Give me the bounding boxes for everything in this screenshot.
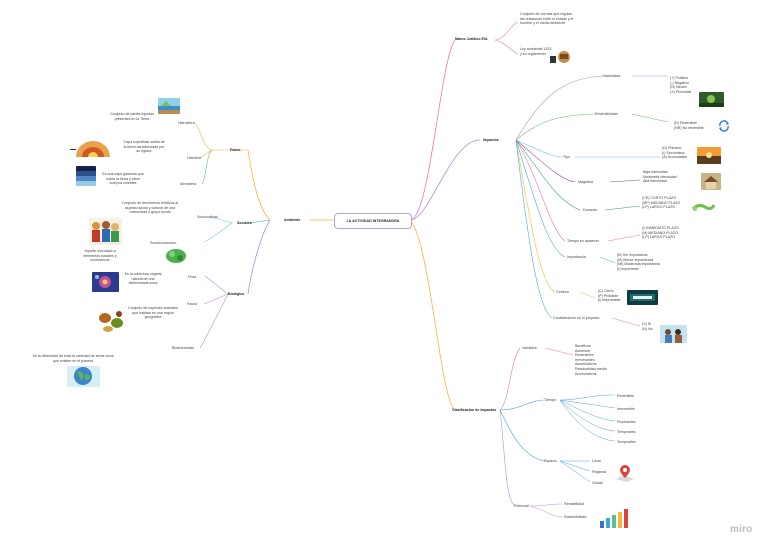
node-reversibilidad[interactable]: Reversibilidad: [595, 112, 618, 116]
node-variables[interactable]: Variables: [522, 346, 537, 350]
node-hidrosfera[interactable]: Hidrósfera: [178, 121, 195, 125]
node-atmosfera[interactable]: Atmósfera: [180, 182, 197, 186]
desc-reversibilidad: (R) Reversible (NR) No reversible: [674, 121, 704, 130]
tiempo-item-1: Irreversible: [617, 407, 635, 411]
sunset-photo-icon: [697, 147, 721, 164]
link-ambiente-fisico: [247, 149, 271, 221]
tiempo-item-4: Temporales: [617, 440, 636, 444]
link-ambiente-biologico: [247, 219, 271, 295]
node-espacio[interactable]: Espacio: [544, 459, 557, 463]
animals-group-icon: [96, 308, 126, 334]
node-duracion[interactable]: Duración: [583, 208, 598, 212]
cycle-arrows-icon: [717, 119, 731, 133]
desc-litosfera: Capa superficial sólida de la tierra car…: [123, 140, 165, 154]
node-magnitud[interactable]: Magnitud: [578, 180, 593, 184]
desc-marco-normas: Conjunto de normas que regulan las relac…: [520, 12, 574, 26]
desc-biodiversidad: Se la diversidad de toda la variedad de …: [32, 354, 114, 363]
flower-photo-icon: [92, 272, 119, 292]
green-figure-icon: [164, 247, 188, 264]
desc-consideracion: (S) Si (N) No: [642, 322, 653, 331]
topic-marco-juridico[interactable]: Marco Jurídico EIA: [455, 37, 488, 41]
topic-fisico[interactable]: Físico: [230, 148, 241, 152]
house-photo-icon: [701, 173, 721, 190]
node-importancia[interactable]: Importancia: [567, 255, 586, 259]
desc-fauna: Conjunto de especies animales que habita…: [128, 306, 178, 320]
link-center-impactos: [409, 139, 481, 221]
potencial-item-1: Sostenibilidad: [564, 515, 587, 519]
bar-chart-icon: [598, 507, 632, 529]
tiempo-item-2: Fluctuantes: [617, 420, 636, 424]
desc-duracion: (CP) CORTO PLAZO (MP) MEDIANO PLAZO (LP)…: [642, 196, 681, 210]
desc-certeza: (C) Cierto (P) Probable (I) Improbable: [598, 289, 621, 303]
node-biodiversidad[interactable]: Biodiversidad: [172, 346, 194, 350]
green-lizard-icon: [691, 200, 715, 214]
node-naturaleza[interactable]: Naturaleza: [603, 74, 621, 78]
certeza-sign-icon: [627, 290, 658, 305]
desc-flora: Es la cobertura vegetal natural de una d…: [124, 272, 162, 286]
topic-impactos[interactable]: Impactos: [483, 138, 499, 142]
earth-layers-icon: [70, 139, 116, 157]
node-tiempo-aparecer[interactable]: Tiempo en aparecer: [567, 239, 600, 243]
potencial-item-0: Rentabilidad: [564, 502, 584, 506]
node-litosfera[interactable]: Litósfera: [187, 156, 201, 160]
topic-biologico[interactable]: Biológico: [228, 292, 245, 296]
espacio-item-1: Regional: [592, 470, 607, 474]
espacio-item-2: Global: [592, 481, 603, 485]
topic-clasificacion[interactable]: Clasificación de impactos: [452, 408, 497, 412]
nature-photo-icon: [699, 92, 724, 107]
atmosphere-layers-icon: [76, 166, 96, 186]
central-topic-node[interactable]: LA ACTIVIDAD INTEGRADORA: [334, 213, 412, 229]
node-flora[interactable]: Flora: [188, 275, 197, 279]
node-potencial[interactable]: Potencial: [514, 504, 529, 508]
people-crowd-icon: [89, 218, 122, 245]
water-scene-icon: [158, 98, 180, 114]
desc-hidrosfera: Conjunto de partes líquidas presentes en…: [110, 112, 154, 121]
desc-importancia: (B) Sin importancia (M) Menor importanci…: [617, 253, 661, 271]
node-tiempo[interactable]: Tiempo: [544, 398, 556, 402]
topic-sociales[interactable]: Sociales: [237, 221, 252, 225]
topic-ambiente[interactable]: Ambiente: [284, 218, 301, 222]
people-photo-icon: [660, 325, 687, 343]
desc-atmosfera: Es una capa gaseosa que rodea la tierra …: [102, 172, 144, 186]
node-socioeconomico[interactable]: Socioeconómico: [150, 241, 177, 245]
desc-variables: Benéficos Adversos Reversibles Irreversi…: [575, 344, 607, 376]
desc-naturaleza: (+) Positivo (-) Negativo (N) Neutro (X)…: [670, 76, 692, 94]
miro-watermark: miro: [730, 524, 753, 535]
desc-tiempo-aparecer: (I) INMEDIATO PLAZO (M) MEDIANO PLAZO (L…: [642, 226, 679, 240]
link-center-marco: [409, 39, 456, 221]
node-certeza[interactable]: Certeza: [556, 290, 569, 294]
desc-socioeconomico: Aquello vinculado a elementos sociales y…: [83, 249, 117, 263]
tiempo-item-3: Temporales: [617, 430, 636, 434]
node-consideracion[interactable]: Consideración en el proyecto: [553, 316, 600, 320]
central-topic-label: LA ACTIVIDAD INTEGRADORA: [346, 218, 400, 223]
desc-tipo: (D) Primario (I) Secundario (A) Acumulat…: [662, 146, 688, 160]
globe-photo-icon: [67, 366, 100, 387]
link-ambiente-sociales: [249, 219, 271, 224]
map-pin-icon: [614, 463, 636, 483]
desc-sociocultural: Conjunto de fenómenos relativos al aspec…: [121, 201, 179, 215]
desc-magnitud: Baja intensidad Moderada intensidad Alta…: [643, 170, 677, 184]
node-tipo[interactable]: Tipo: [563, 155, 570, 159]
desc-marco-ley: Ley ambiental 1333 y su reglamento: [520, 47, 552, 56]
node-fauna[interactable]: Fauna: [187, 302, 198, 306]
ley-icon: [549, 50, 571, 64]
espacio-item-0: Local: [592, 459, 601, 463]
node-sociocultural[interactable]: Sociocultural: [197, 215, 218, 219]
link-center-clasificacion: [409, 219, 456, 411]
tiempo-item-0: Reversible: [617, 394, 634, 398]
